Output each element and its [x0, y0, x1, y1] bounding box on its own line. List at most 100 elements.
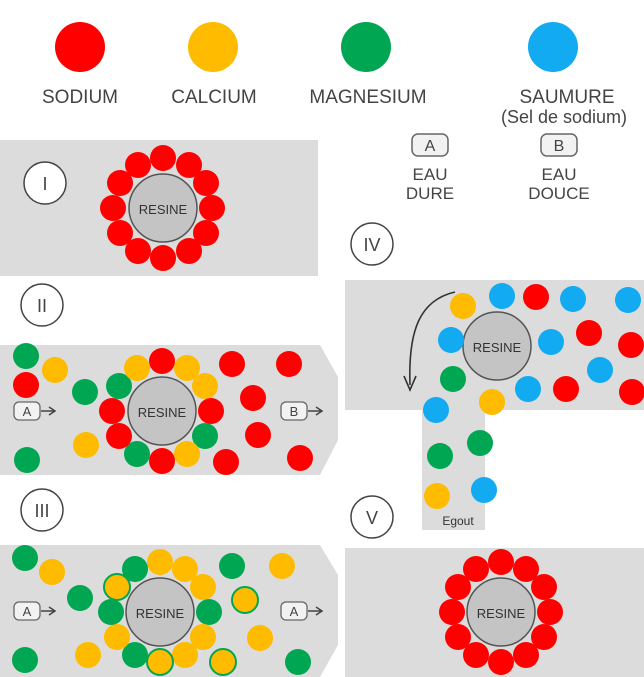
sodium-ion — [107, 220, 133, 246]
sodium-ion — [106, 423, 132, 449]
legend-brine-label: SAUMURE — [519, 87, 614, 108]
magnesium-ion — [196, 599, 222, 625]
legend-calcium-swatch — [188, 22, 238, 72]
panel2-inlet-letter: A — [23, 404, 32, 419]
sodium-ion — [488, 649, 514, 675]
magnesium-ion — [285, 649, 311, 675]
sodium-ion — [100, 195, 126, 221]
sodium-ion — [150, 245, 176, 271]
sodium-ion — [531, 574, 557, 600]
sodium-ion — [149, 448, 175, 474]
brine-ion — [471, 477, 497, 503]
brine-ion — [615, 287, 641, 313]
sodium-ion — [213, 449, 239, 475]
calcium-ion — [75, 642, 101, 668]
calcium-ion — [104, 624, 130, 650]
resin-label-4: RESINE — [473, 340, 522, 355]
calcium-ion — [190, 574, 216, 600]
sodium-ion — [199, 195, 225, 221]
sodium-ion — [463, 556, 489, 582]
resin-label-1: RESINE — [139, 202, 188, 217]
legend-magnesium-label: MAGNESIUM — [309, 87, 426, 108]
calcium-ion — [450, 293, 476, 319]
sodium-ion — [513, 642, 539, 668]
legend-sodium-swatch — [55, 22, 105, 72]
brine-ion — [560, 286, 586, 312]
magnesium-ion — [98, 599, 124, 625]
panel3-inlet-letter: A — [23, 604, 32, 619]
sodium-ion — [193, 170, 219, 196]
numeral-3: III — [34, 501, 49, 521]
calcium-ion — [174, 441, 200, 467]
magnesium-ion — [427, 443, 453, 469]
water-b-letter: B — [554, 138, 565, 155]
calcium-ion — [172, 642, 198, 668]
sodium-ion — [439, 599, 465, 625]
water-b-line2: DOUCE — [528, 184, 589, 203]
calcium-ion — [479, 389, 505, 415]
legend: SODIUM CALCIUM MAGNESIUM SAUMURE (Sel de… — [42, 22, 627, 127]
sodium-ion — [99, 398, 125, 424]
calcium-ion — [247, 625, 273, 651]
sodium-ion — [125, 152, 151, 178]
magnesium-ion — [122, 556, 148, 582]
magnesium-ion — [14, 447, 40, 473]
magnesium-ion — [67, 585, 93, 611]
calcium-ion — [232, 587, 258, 613]
magnesium-ion — [467, 430, 493, 456]
water-type-key: A EAU DURE B EAU DOUCE — [406, 134, 590, 203]
sodium-ion — [219, 351, 245, 377]
magnesium-ion — [440, 366, 466, 392]
sodium-ion — [523, 284, 549, 310]
legend-magnesium-swatch — [341, 22, 391, 72]
water-a-line2: DURE — [406, 184, 454, 203]
sodium-ion — [618, 332, 644, 358]
magnesium-ion — [219, 553, 245, 579]
magnesium-ion — [13, 343, 39, 369]
magnesium-ion — [72, 379, 98, 405]
sodium-ion — [287, 445, 313, 471]
calcium-ion — [147, 549, 173, 575]
calcium-ion — [124, 355, 150, 381]
magnesium-ion — [12, 545, 38, 571]
sodium-ion — [553, 376, 579, 402]
legend-calcium-label: CALCIUM — [171, 87, 257, 108]
brine-ion — [438, 327, 464, 353]
sodium-ion — [576, 320, 602, 346]
legend-sodium-label: SODIUM — [42, 87, 118, 108]
panel3-outlet-letter: A — [290, 604, 299, 619]
brine-ion — [423, 397, 449, 423]
sodium-ion — [445, 624, 471, 650]
brine-ion — [538, 329, 564, 355]
drain-label: Egout — [442, 514, 474, 528]
brine-ion — [587, 357, 613, 383]
calcium-ion — [147, 649, 173, 675]
numeral-1: I — [42, 174, 47, 194]
resin-label-3: RESINE — [136, 606, 185, 621]
calcium-ion — [210, 649, 236, 675]
calcium-ion — [192, 373, 218, 399]
sodium-ion — [276, 351, 302, 377]
numeral-4: IV — [363, 235, 380, 255]
calcium-ion — [424, 483, 450, 509]
sodium-ion — [488, 549, 514, 575]
sodium-ion — [149, 348, 175, 374]
numeral-2: II — [37, 296, 47, 316]
sodium-ion — [150, 145, 176, 171]
calcium-ion — [42, 357, 68, 383]
calcium-ion — [39, 559, 65, 585]
brine-ion — [515, 376, 541, 402]
panel2-outlet-letter: B — [290, 404, 299, 419]
brine-ion — [489, 283, 515, 309]
legend-brine-swatch — [528, 22, 578, 72]
water-a-letter: A — [425, 138, 436, 155]
sodium-ion — [176, 238, 202, 264]
legend-brine-sublabel: (Sel de sodium) — [501, 107, 627, 127]
numeral-5: V — [366, 508, 378, 528]
magnesium-ion — [12, 647, 38, 673]
resin-label-2: RESINE — [138, 405, 187, 420]
sodium-ion — [619, 379, 644, 405]
sodium-ion — [198, 398, 224, 424]
resin-label-5: RESINE — [477, 606, 526, 621]
